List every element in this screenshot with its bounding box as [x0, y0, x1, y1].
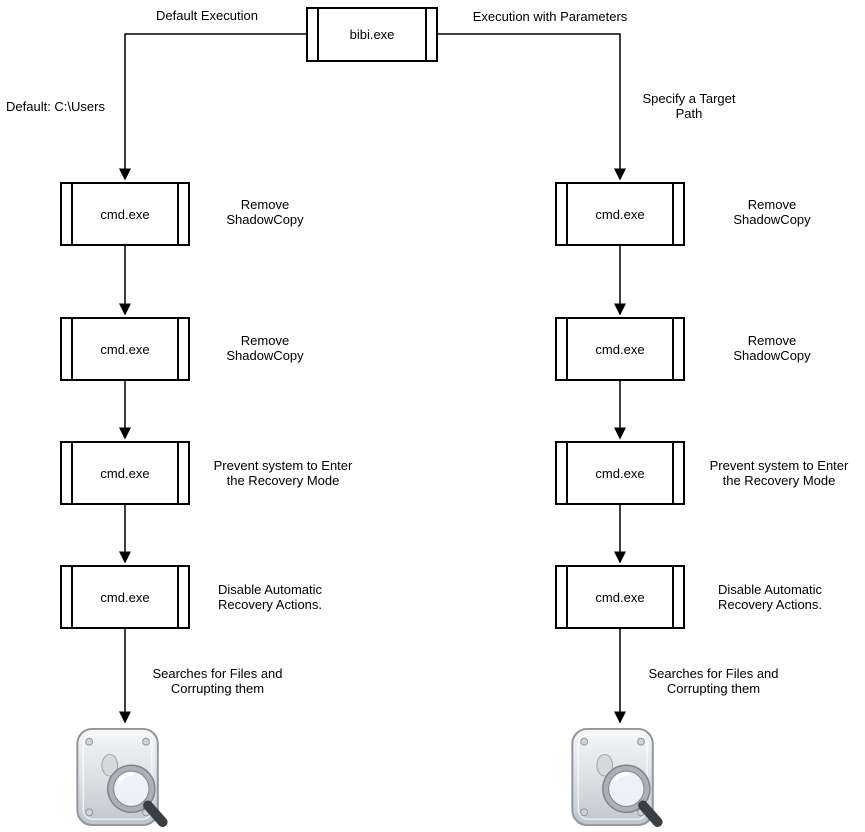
step-note-left-1: Remove ShadowCopy — [226, 197, 304, 227]
node-cmd-left-2: cmd.exe — [60, 317, 190, 381]
step-note-right-1: Remove ShadowCopy — [733, 197, 811, 227]
path-note-default-users: Default: C:\Users — [6, 99, 105, 114]
step-note-right-4: Disable Automatic Recovery Actions. — [717, 582, 823, 612]
node-cmd-right-3: cmd.exe — [555, 441, 685, 505]
node-label: cmd.exe — [100, 589, 150, 605]
node-bibi-exe: bibi.exe — [306, 7, 438, 62]
step-note-right-2: Remove ShadowCopy — [733, 333, 811, 363]
path-note-specify-target-path: Specify a Target Path — [642, 91, 736, 121]
step-note-right-3: Prevent system to Enter the Recovery Mod… — [709, 458, 849, 488]
final-note-right: Searches for Files and Corrupting them — [648, 666, 779, 696]
node-cmd-left-1: cmd.exe — [60, 182, 190, 246]
node-cmd-right-4: cmd.exe — [555, 565, 685, 629]
node-cmd-left-3: cmd.exe — [60, 441, 190, 505]
node-label: cmd.exe — [100, 341, 150, 357]
node-label: cmd.exe — [595, 341, 645, 357]
final-note-left: Searches for Files and Corrupting them — [152, 666, 283, 696]
step-note-left-4: Disable Automatic Recovery Actions. — [217, 582, 323, 612]
node-bibi-exe-label: bibi.exe — [349, 27, 395, 42]
disk-search-icon — [569, 726, 664, 828]
node-cmd-right-2: cmd.exe — [555, 317, 685, 381]
node-label: cmd.exe — [100, 465, 150, 481]
node-cmd-left-4: cmd.exe — [60, 565, 190, 629]
step-note-left-2: Remove ShadowCopy — [226, 333, 304, 363]
disk-search-icon — [74, 726, 169, 828]
node-cmd-right-1: cmd.exe — [555, 182, 685, 246]
branch-title-execution-with-parameters: Execution with Parameters — [472, 9, 628, 24]
node-label: cmd.exe — [595, 589, 645, 605]
step-note-left-3: Prevent system to Enter the Recovery Mod… — [213, 458, 353, 488]
branch-title-default-execution: Default Execution — [156, 8, 258, 23]
node-label: cmd.exe — [595, 206, 645, 222]
node-label: cmd.exe — [100, 206, 150, 222]
node-label: cmd.exe — [595, 465, 645, 481]
